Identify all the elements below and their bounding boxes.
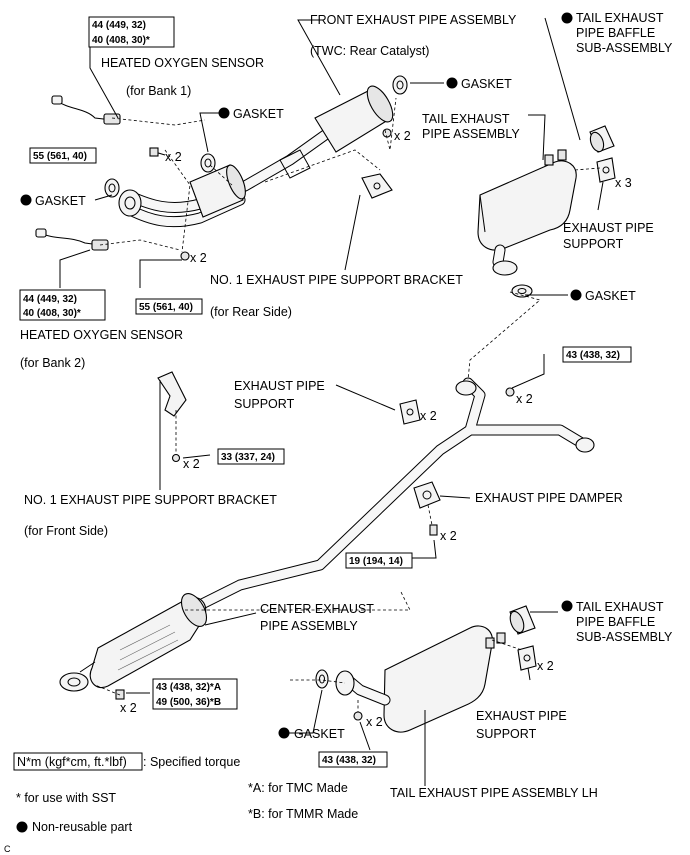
label-tail-pipe-2: PIPE ASSEMBLY xyxy=(422,127,520,141)
support-bracket-front xyxy=(157,371,187,463)
label-support-top-2: SUPPORT xyxy=(563,237,624,251)
support-bottom-part xyxy=(517,645,537,671)
label-for-rear: (for Rear Side) xyxy=(210,305,292,319)
label-x2-bolt-left: x 2 xyxy=(165,150,182,164)
label-bracket-front: NO. 1 EXHAUST PIPE SUPPORT BRACKET xyxy=(24,493,277,507)
label-support-bot-1: EXHAUST PIPE xyxy=(476,709,567,723)
bolt-damper xyxy=(429,524,438,536)
gasket-bottom-part xyxy=(315,669,329,689)
torque-bracket-33: 33 (337, 24) xyxy=(221,452,275,463)
label-support-mid-1: EXHAUST PIPE xyxy=(234,379,325,393)
label-gasket-bottom: GASKET xyxy=(294,727,345,741)
label-front-pipe: FRONT EXHAUST PIPE ASSEMBLY xyxy=(310,13,517,27)
label-tail-pipe-1: TAIL EXHAUST xyxy=(422,112,510,126)
legend-torque-text: : Specified torque xyxy=(143,755,240,769)
label-gasket-left: GASKET xyxy=(35,194,86,208)
heated-oxygen-sensor-bank2 xyxy=(35,228,109,251)
label-x2-nut-lower: x 2 xyxy=(190,251,207,265)
legend-sst: * for use with SST xyxy=(16,791,116,805)
label-x3: x 3 xyxy=(615,176,632,190)
tail-exhaust-pipe-assembly xyxy=(477,149,577,276)
nut-lh xyxy=(353,711,363,721)
label-support-mid-2: SUPPORT xyxy=(234,397,295,411)
tail-exhaust-pipe-assembly-lh xyxy=(335,625,506,733)
legend-tmmr: *B: for TMMR Made xyxy=(248,807,358,821)
torque-center-43: 43 (438, 32)*A xyxy=(156,682,221,693)
label-support-top-1: EXHAUST PIPE xyxy=(563,221,654,235)
label-twc: (TWC: Rear Catalyst) xyxy=(310,44,429,58)
torque-specs: 44 (449, 32) 40 (408, 30)* 55 (561, 40) … xyxy=(19,16,632,768)
baffle-top-part xyxy=(589,125,615,153)
label-center-1: CENTER EXHAUST xyxy=(260,602,374,616)
label-support-bot-2: SUPPORT xyxy=(476,727,537,741)
label-damper: EXHAUST PIPE DAMPER xyxy=(475,491,623,505)
label-tail-baffle-top-3: SUB-ASSEMBLY xyxy=(576,41,673,55)
torque-sensor-top-1: 44 (449, 32) xyxy=(92,20,146,31)
legend-torque-box: N*m (kgf*cm, ft.*lbf) xyxy=(17,755,127,769)
label-bank1: (for Bank 1) xyxy=(126,84,191,98)
torque-bolt-55-bottom: 55 (561, 40) xyxy=(139,302,193,313)
label-sensor-top: HEATED OXYGEN SENSOR xyxy=(101,56,264,70)
label-for-front: (for Front Side) xyxy=(24,524,108,538)
gasket-top-part xyxy=(200,153,216,173)
corner-mark: C xyxy=(4,844,11,854)
label-gasket-right: GASKET xyxy=(585,289,636,303)
label-tail-baffle-bot-1: TAIL EXHAUST xyxy=(576,600,664,614)
baffle-bottom-part xyxy=(509,605,536,635)
bolt-center-front xyxy=(115,689,125,700)
legend-nonreusable: Non-reusable part xyxy=(32,820,133,834)
torque-center-49: 49 (500, 36)*B xyxy=(156,697,221,708)
heated-oxygen-sensor-bank1 xyxy=(51,95,121,125)
torque-sensor-top-2: 40 (408, 30)* xyxy=(92,35,150,46)
assembly-lines xyxy=(94,97,601,712)
front-exhaust-pipe-assembly xyxy=(118,85,394,228)
label-gasket-top: GASKET xyxy=(233,107,284,121)
nonreusable-markers xyxy=(16,12,582,833)
label-tail-lh: TAIL EXHAUST PIPE ASSEMBLY LH xyxy=(390,786,598,800)
nut-lower-left xyxy=(180,251,190,261)
label-sensor-bottom: HEATED OXYGEN SENSOR xyxy=(20,328,183,342)
label-x2-baffle-bot: x 2 xyxy=(537,659,554,673)
label-tail-baffle-top-2: PIPE BAFFLE xyxy=(576,26,655,40)
label-x2-center-bolt: x 2 xyxy=(120,701,137,715)
support-bracket-rear xyxy=(361,173,393,199)
label-x2-damper: x 2 xyxy=(440,529,457,543)
label-x2-43: x 2 xyxy=(516,392,533,406)
torque-nut-43-top: 43 (438, 32) xyxy=(566,350,620,361)
support-mid-part xyxy=(399,399,421,425)
legend: N*m (kgf*cm, ft.*lbf) : Specified torque… xyxy=(4,752,358,854)
torque-lh-43: 43 (438, 32) xyxy=(322,755,376,766)
label-bank2: (for Bank 2) xyxy=(20,356,85,370)
exhaust-pipe-damper-part xyxy=(413,481,441,509)
gasket-mid-part xyxy=(392,75,408,95)
torque-bolt-55-top: 55 (561, 40) xyxy=(33,151,87,162)
callout-labels: FRONT EXHAUST PIPE ASSEMBLY (TWC: Rear C… xyxy=(20,11,673,800)
label-tail-baffle-bot-3: SUB-ASSEMBLY xyxy=(576,630,673,644)
label-center-2: PIPE ASSEMBLY xyxy=(260,619,358,633)
nut-43-top xyxy=(505,387,515,397)
bolt-top-left xyxy=(149,147,166,157)
label-gasket-mid: GASKET xyxy=(461,77,512,91)
label-bracket-rear: NO. 1 EXHAUST PIPE SUPPORT BRACKET xyxy=(210,273,463,287)
label-x2-bracket-front: x 2 xyxy=(183,457,200,471)
torque-sensor-bottom-2: 40 (408, 30)* xyxy=(23,308,81,319)
label-tail-baffle-bot-2: PIPE BAFFLE xyxy=(576,615,655,629)
label-x2-lh-nut: x 2 xyxy=(366,715,383,729)
label-x2-cat: x 2 xyxy=(394,129,411,143)
nut-catalyst xyxy=(382,128,392,138)
torque-sensor-bottom-1: 44 (449, 32) xyxy=(23,294,77,305)
support-top-part xyxy=(596,157,616,183)
center-exhaust-pipe-assembly xyxy=(59,377,595,692)
torque-damper-19: 19 (194, 14) xyxy=(349,556,403,567)
label-tail-baffle-top-1: TAIL EXHAUST xyxy=(576,11,664,25)
gasket-left-part xyxy=(104,178,120,198)
label-x2-support-mid: x 2 xyxy=(420,409,437,423)
legend-tmc: *A: for TMC Made xyxy=(248,781,348,795)
